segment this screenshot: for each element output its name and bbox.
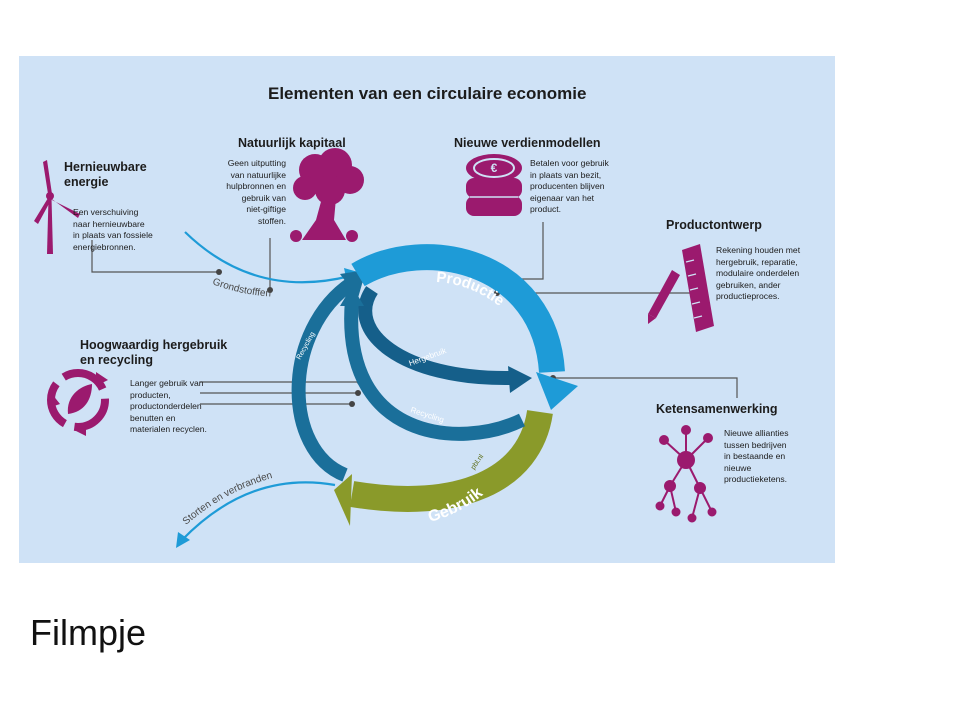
- hergebruik-loop: [358, 286, 513, 386]
- grondstoffen-arrow: [184, 231, 351, 284]
- coin-stack-icon: €: [466, 154, 522, 216]
- hernieuwbare-energie-text: Een verschuiving naar hernieuwbare in pl…: [73, 207, 153, 252]
- recycling-outer-loop: [291, 277, 357, 482]
- wind-turbine-icon: [34, 160, 80, 254]
- natuurlijk-kapitaal-title: Natuurlijk kapitaal: [238, 136, 346, 150]
- pencil-ruler-icon: [648, 244, 714, 332]
- network-icon: [655, 425, 717, 523]
- hoogwaardig-hergebruik-title: Hoogwaardig hergebruik en recycling: [80, 338, 228, 367]
- ketensamenwerking-text: Nieuwe allianties tussen bedrijven in be…: [724, 428, 789, 485]
- gebruik-arc: [349, 409, 553, 512]
- nieuwe-verdienmodellen-text: Betalen voor gebruik in plaats van bezit…: [530, 158, 609, 215]
- credit-label: pbl.nl: [470, 453, 486, 471]
- grondstoffen-label: Grondstofffen: [211, 276, 271, 299]
- productontwerp-text: Rekening houden met hergebruik, reparati…: [716, 245, 801, 302]
- storten-arrow: [181, 481, 336, 541]
- diagram-title: Elementen van een circulaire economie: [268, 84, 587, 103]
- recycling-inner-loop: [344, 299, 526, 441]
- recycle-leaf-icon: [47, 369, 109, 436]
- hergebruik-arrowhead: [508, 366, 532, 393]
- hoogwaardig-hergebruik-text: Langer gebruik van producten, productond…: [130, 378, 207, 435]
- nieuwe-verdienmodellen-title: Nieuwe verdienmodellen: [454, 136, 601, 150]
- productie-arrowhead: [536, 372, 578, 410]
- ketensamenwerking-title: Ketensamenwerking: [656, 402, 778, 416]
- storten-label: Storten en verbranden: [181, 470, 274, 527]
- storten-arrowhead: [176, 532, 190, 548]
- gebruik-arrowhead: [334, 474, 352, 526]
- svg-text:€: €: [491, 161, 498, 175]
- productontwerp-title: Productontwerp: [666, 218, 762, 232]
- filmpje-caption[interactable]: Filmpje: [30, 612, 147, 653]
- productie-arc: [351, 244, 565, 374]
- natuurlijk-kapitaal-text: Geen uitputting van natuurlijke hulpbron…: [226, 158, 286, 226]
- recycling-inner-arrowhead: [340, 286, 364, 306]
- tree-icon: [290, 148, 364, 242]
- hernieuwbare-energie-title: Hernieuwbare energie: [64, 160, 147, 189]
